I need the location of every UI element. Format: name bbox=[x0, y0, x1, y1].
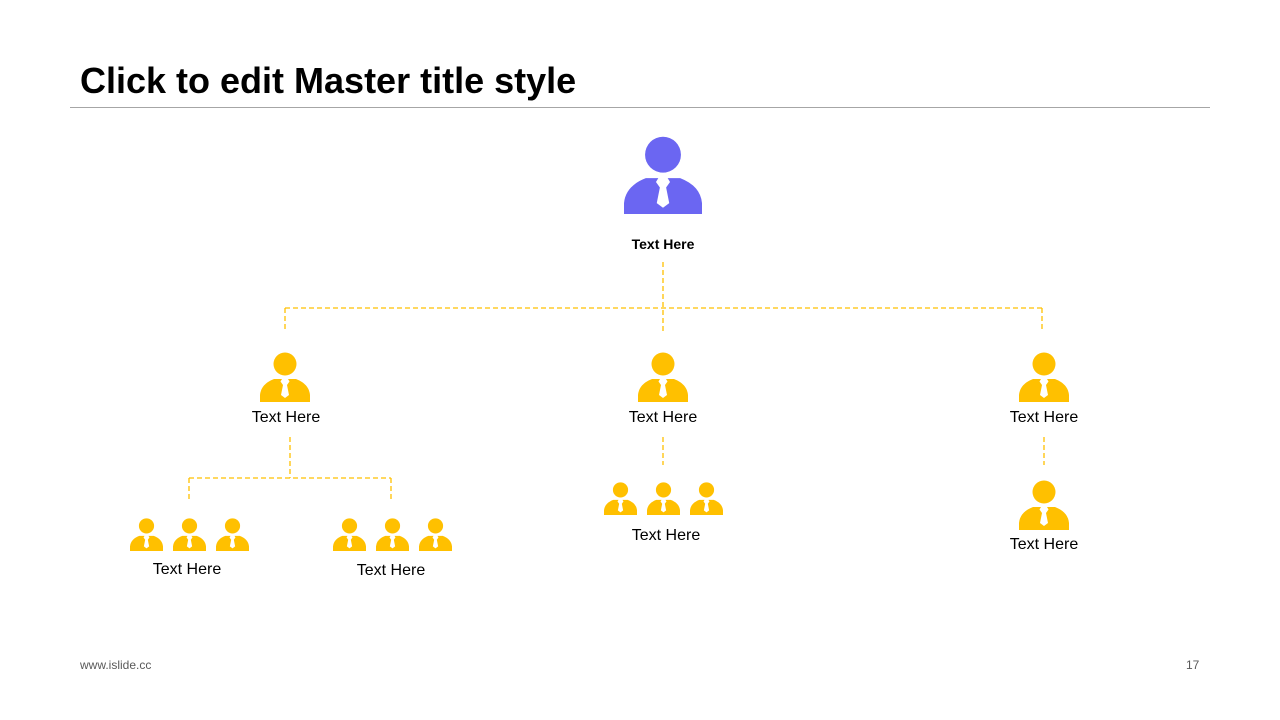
connector-lines bbox=[188, 262, 1045, 502]
level2-person-icon-left bbox=[260, 352, 310, 402]
level3-person-group-icon-1 bbox=[130, 518, 249, 551]
title-divider bbox=[70, 107, 1210, 108]
level3-node-label-1[interactable]: Text Here bbox=[152, 561, 222, 578]
level2-person-icon-middle bbox=[638, 352, 688, 402]
root-node-label[interactable]: Text Here bbox=[631, 236, 695, 252]
level3-node-label-2[interactable]: Text Here bbox=[356, 562, 426, 579]
root-to-level2-connector bbox=[284, 262, 1043, 332]
level3-person-icon-4 bbox=[1019, 480, 1069, 530]
root-person-icon bbox=[624, 136, 702, 214]
level3-person-group-icon-3 bbox=[604, 482, 723, 515]
level2-node-label-left[interactable]: Text Here bbox=[251, 409, 321, 426]
level2-person-icon-right bbox=[1019, 352, 1069, 402]
level3-node-label-3[interactable]: Text Here bbox=[631, 527, 701, 544]
footer-url: www.islide.cc bbox=[80, 658, 152, 672]
level2-node-label-middle[interactable]: Text Here bbox=[628, 409, 698, 426]
level2-left-to-groups-connector bbox=[188, 437, 392, 502]
level2-node-label-right[interactable]: Text Here bbox=[1009, 409, 1079, 426]
level3-node-label-4[interactable]: Text Here bbox=[1009, 536, 1079, 553]
slide-title[interactable]: Click to edit Master title style bbox=[80, 60, 577, 101]
page-number: 17 bbox=[1186, 658, 1200, 672]
level3-person-group-icon-2 bbox=[333, 518, 452, 551]
